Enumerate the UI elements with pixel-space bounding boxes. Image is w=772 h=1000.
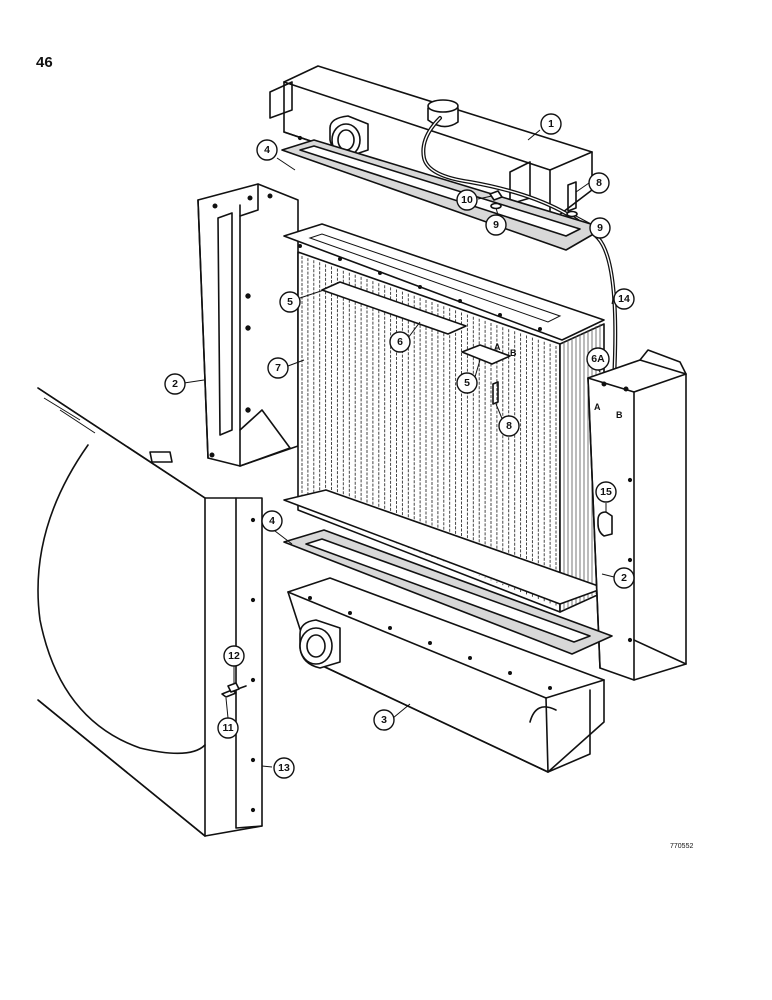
callout-11: 11 <box>217 717 239 739</box>
overflow-hose <box>421 116 618 382</box>
svg-text:1: 1 <box>548 118 554 130</box>
callout-15: 15 <box>595 481 617 503</box>
svg-text:10: 10 <box>461 194 473 206</box>
tank-washer-right <box>566 210 578 218</box>
callout-3: 3 <box>373 709 395 731</box>
tank-washer-left <box>490 202 502 210</box>
mark-b-bracket: B <box>616 410 623 420</box>
reference-code: 770552 <box>670 843 693 850</box>
svg-text:4: 4 <box>269 515 275 527</box>
svg-text:5: 5 <box>464 377 470 389</box>
svg-text:15: 15 <box>600 486 612 498</box>
page-number: 46 <box>36 54 53 71</box>
callout-8-core: 8 <box>498 415 520 437</box>
radiator-core <box>283 223 605 613</box>
callout-6: 6 <box>389 331 411 353</box>
right-side-bracket <box>587 349 687 681</box>
svg-text:13: 13 <box>278 762 290 774</box>
callout-10: 10 <box>456 189 478 211</box>
mark-b-core: B <box>510 348 517 358</box>
callout-14: 14 <box>613 288 635 310</box>
shroud-nut <box>227 682 240 693</box>
callout-5-upper: 5 <box>279 291 301 313</box>
tank-bolt <box>567 181 577 212</box>
svg-text:6: 6 <box>397 336 403 348</box>
svg-text:3: 3 <box>381 714 387 726</box>
tank-nut <box>489 190 503 201</box>
mark-a-core: A <box>494 342 501 352</box>
left-side-bracket <box>197 183 299 467</box>
callout-13: 13 <box>273 757 295 779</box>
callout-1: 1 <box>540 113 562 135</box>
svg-text:11: 11 <box>222 722 233 734</box>
svg-text:8: 8 <box>596 177 602 189</box>
svg-text:8: 8 <box>506 420 512 432</box>
svg-text:2: 2 <box>172 378 178 390</box>
mark-a-bracket: A <box>594 402 601 412</box>
svg-text:9: 9 <box>493 219 499 231</box>
svg-text:4: 4 <box>264 144 270 156</box>
callout-12: 12 <box>223 645 245 667</box>
svg-text:12: 12 <box>228 650 240 662</box>
svg-text:5: 5 <box>287 296 293 308</box>
svg-text:7: 7 <box>275 362 281 374</box>
svg-text:14: 14 <box>618 293 630 305</box>
callout-2-right: 2 <box>613 567 635 589</box>
callout-6a: 6A <box>586 347 610 371</box>
callout-9-right: 9 <box>589 217 611 239</box>
hose-clip <box>597 511 613 537</box>
callout-8-top: 8 <box>588 172 610 194</box>
callout-9-left: 9 <box>485 214 507 236</box>
svg-text:9: 9 <box>597 222 603 234</box>
callout-2-left: 2 <box>164 373 186 395</box>
svg-text:2: 2 <box>621 572 627 584</box>
side-strip <box>461 344 511 365</box>
fan-shroud <box>37 387 263 837</box>
callout-4-bottom: 4 <box>261 510 283 532</box>
callout-4-top: 4 <box>256 139 278 161</box>
bottom-gasket <box>283 529 613 655</box>
callout-5-lower: 5 <box>456 372 478 394</box>
bottom-tank <box>287 577 605 773</box>
callout-7: 7 <box>267 357 289 379</box>
core-bolt <box>492 381 499 405</box>
upper-strip <box>321 281 467 335</box>
svg-text:6A: 6A <box>591 353 605 365</box>
